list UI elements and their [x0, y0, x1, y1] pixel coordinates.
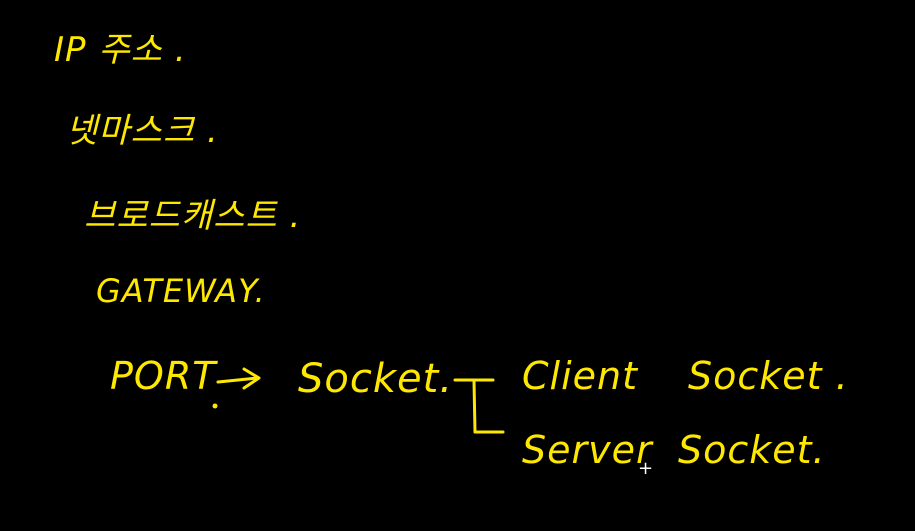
note-gateway: GATEWAY. [96, 272, 266, 310]
note-netmask: 넷마스크 . [66, 111, 219, 151]
note-socket: Socket. [298, 356, 454, 402]
note-server-socket: Socket. [678, 428, 826, 472]
note-client-socket: Socket . [688, 354, 849, 398]
note-broadcast: 브로드캐스트 . [84, 196, 302, 236]
crosshair-cursor-icon: + [638, 458, 654, 479]
right-arrow-icon [216, 367, 261, 390]
note-ip-address: IP 주소 . [54, 30, 187, 70]
note-client: Client [522, 354, 639, 398]
note-port: PORT [110, 354, 217, 398]
bracket-icon [453, 378, 505, 434]
dot-mark [212, 403, 218, 409]
note-server: Server [522, 428, 653, 472]
